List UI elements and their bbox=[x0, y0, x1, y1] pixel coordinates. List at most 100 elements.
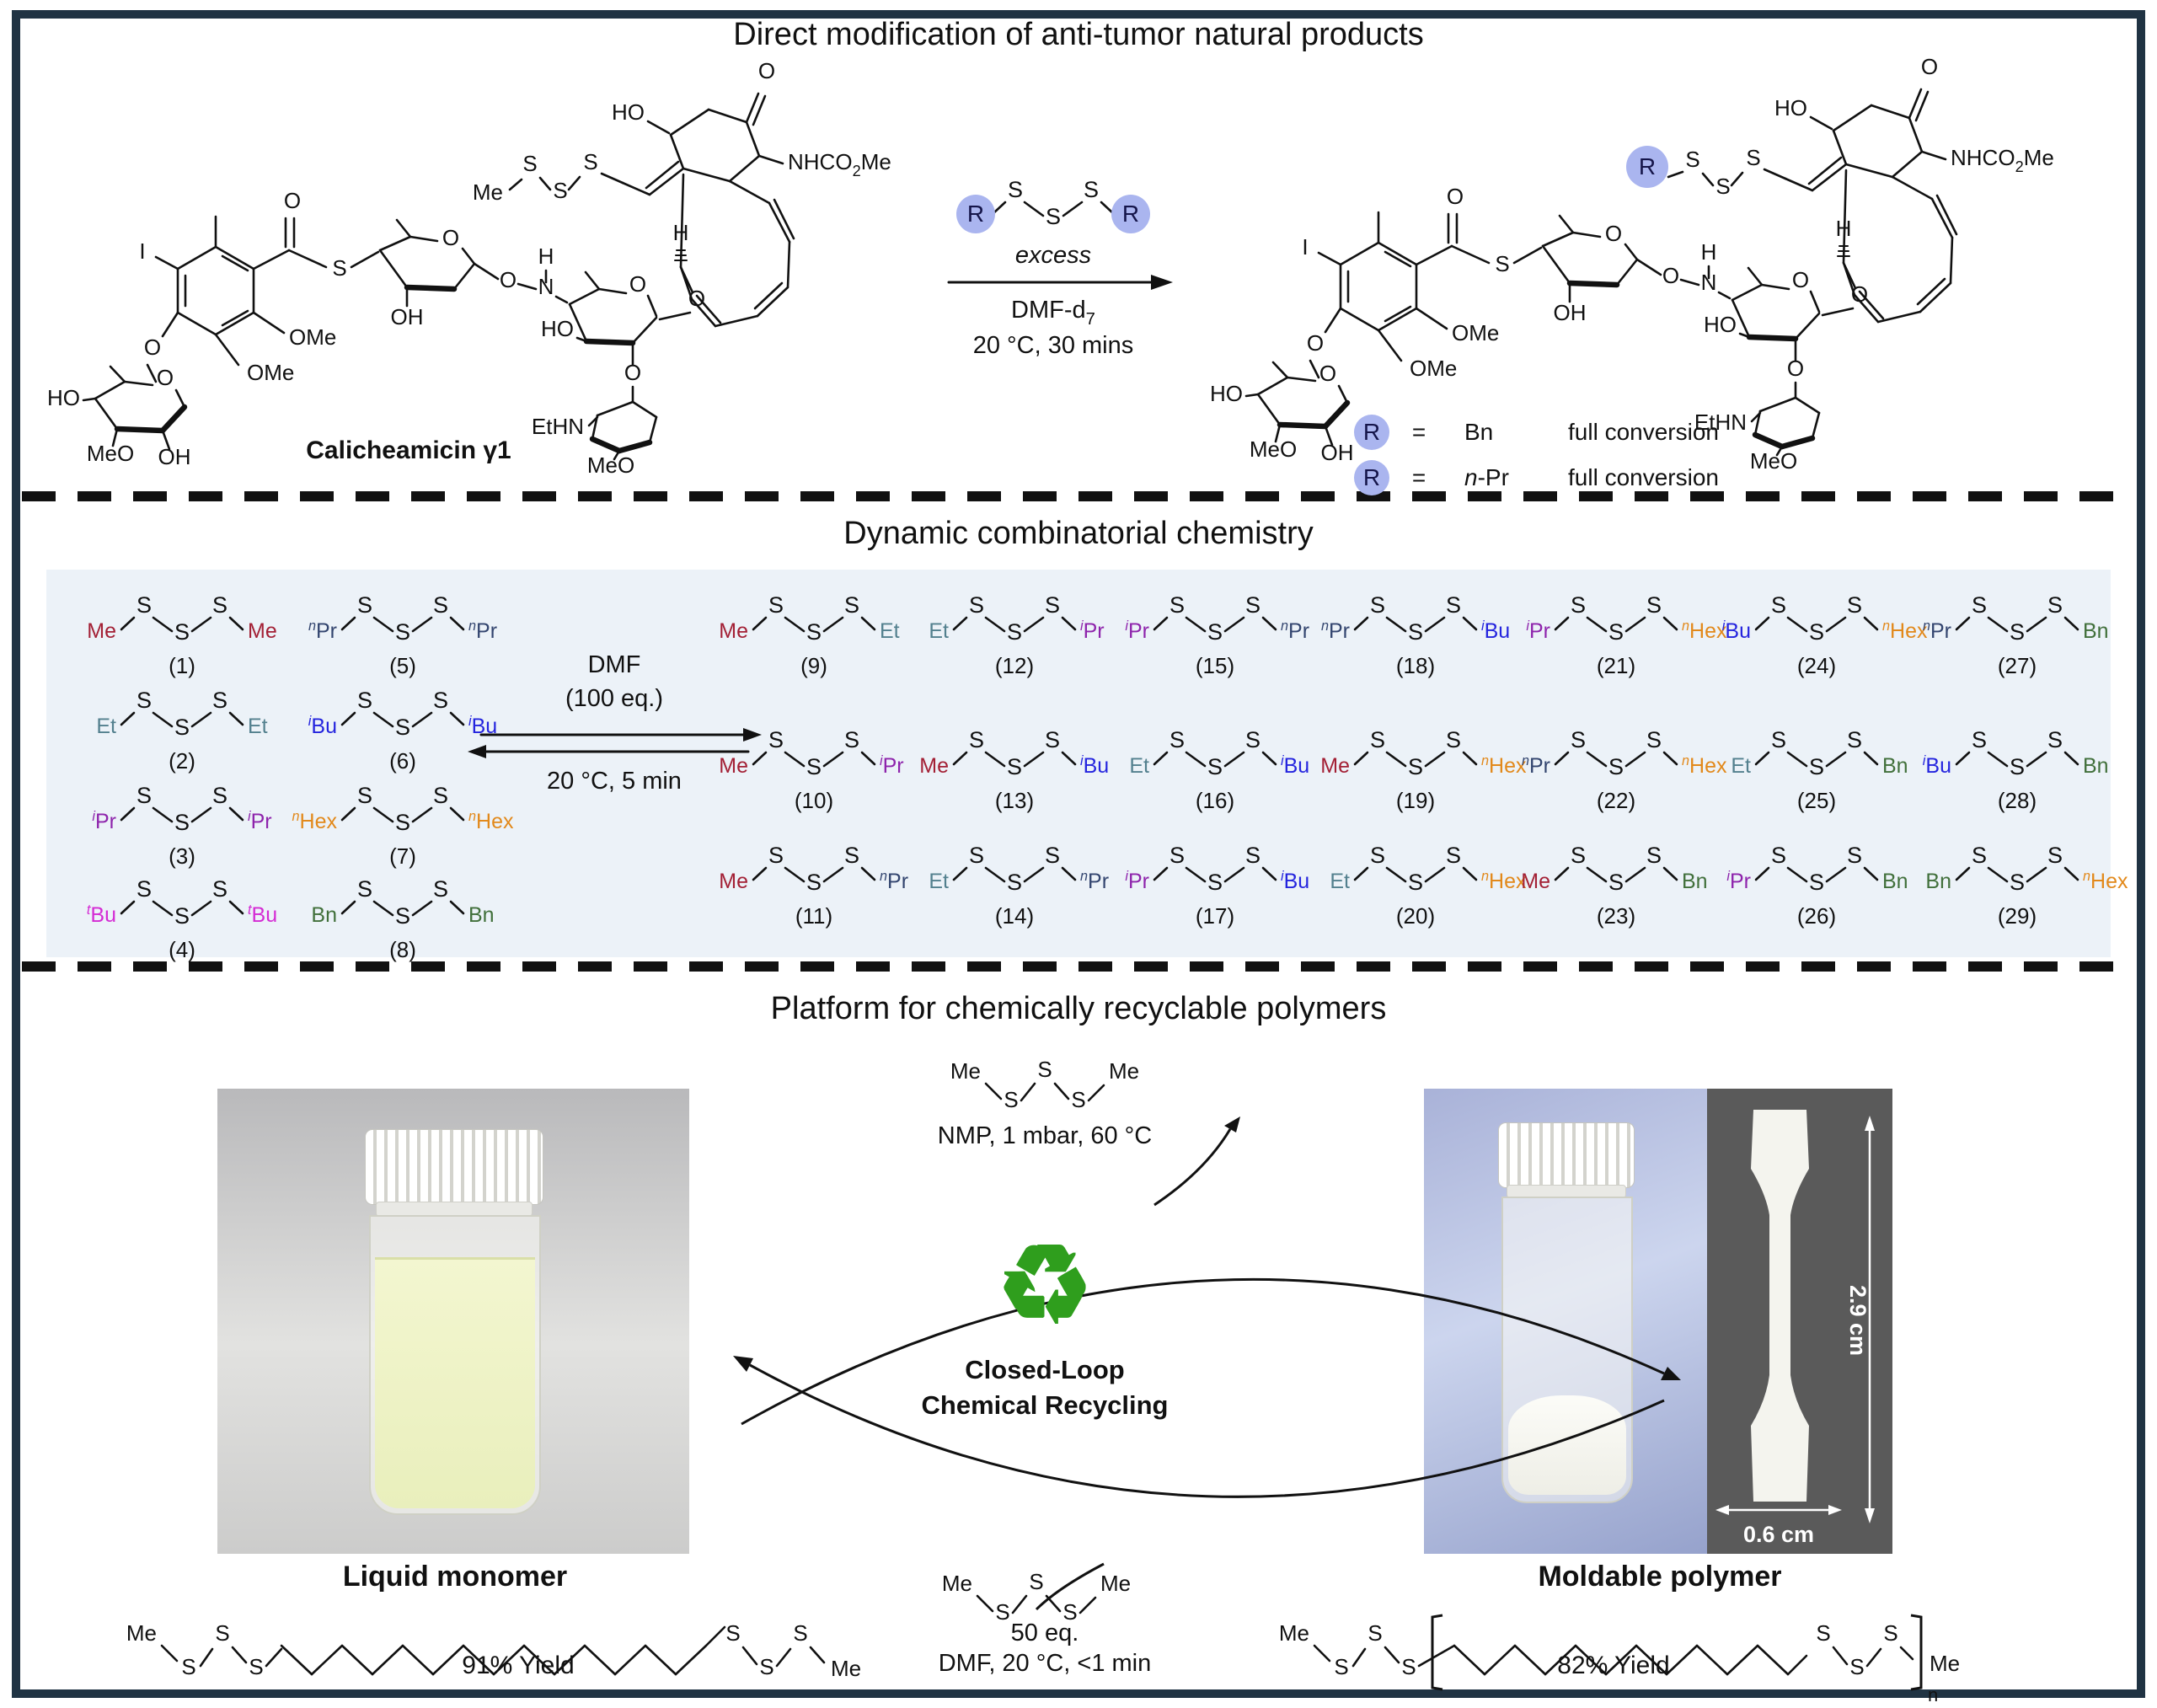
recycle-icon: ♻ bbox=[996, 1225, 1094, 1346]
svg-text:S: S bbox=[1045, 727, 1060, 752]
svg-text:S: S bbox=[1972, 592, 1987, 618]
svg-text:S: S bbox=[1809, 754, 1824, 779]
svg-text:(22): (22) bbox=[1597, 788, 1635, 813]
svg-text:(2): (2) bbox=[169, 748, 195, 774]
svg-text:S: S bbox=[583, 149, 597, 174]
svg-text:S: S bbox=[212, 688, 227, 713]
svg-text:nPr: nPr bbox=[1321, 618, 1350, 643]
svg-text:S: S bbox=[844, 843, 859, 868]
svg-text:S: S bbox=[1446, 843, 1461, 868]
svg-text:DMF: DMF bbox=[588, 651, 641, 678]
svg-text:iPr: iPr bbox=[92, 809, 116, 833]
svg-text:S: S bbox=[332, 255, 346, 281]
svg-text:20 °C, 5 min: 20 °C, 5 min bbox=[547, 768, 682, 795]
dashed-separator-2 bbox=[22, 961, 2135, 972]
svg-text:S: S bbox=[215, 1620, 229, 1646]
svg-text:(7): (7) bbox=[389, 843, 416, 869]
svg-text:(16): (16) bbox=[1196, 788, 1234, 813]
svg-text:R: R bbox=[1639, 153, 1656, 179]
svg-text:S: S bbox=[357, 592, 372, 618]
svg-text:OMe: OMe bbox=[1452, 320, 1499, 345]
svg-text:iPr: iPr bbox=[1125, 618, 1149, 643]
closed-loop-label-1: Closed-Loop bbox=[965, 1355, 1125, 1384]
svg-text:S: S bbox=[969, 592, 984, 618]
svg-text:(15): (15) bbox=[1196, 653, 1234, 678]
svg-text:S: S bbox=[2047, 727, 2063, 752]
svg-text:(8): (8) bbox=[389, 937, 416, 962]
svg-text:MeO: MeO bbox=[587, 452, 634, 478]
svg-text:S: S bbox=[1847, 592, 1862, 618]
svg-text:nHex: nHex bbox=[1682, 618, 1727, 643]
svg-text:iBu: iBu bbox=[1923, 753, 1951, 778]
svg-text:S: S bbox=[1685, 147, 1699, 172]
svg-text:N: N bbox=[1701, 270, 1717, 295]
svg-text:S: S bbox=[1207, 619, 1223, 645]
svg-text:S: S bbox=[1446, 727, 1461, 752]
panel3-title: Platform for chemically recyclable polym… bbox=[770, 991, 1387, 1026]
svg-text:nPr: nPr bbox=[1522, 753, 1550, 778]
svg-text:(25): (25) bbox=[1797, 788, 1836, 813]
svg-text:O: O bbox=[144, 335, 161, 360]
svg-text:O: O bbox=[758, 58, 775, 83]
svg-text:nHex: nHex bbox=[1882, 618, 1928, 643]
svg-text:HO: HO bbox=[1704, 312, 1737, 337]
svg-text:S: S bbox=[1816, 1620, 1830, 1646]
svg-text:Bn: Bn bbox=[2083, 754, 2109, 778]
svg-text:HO: HO bbox=[612, 99, 645, 125]
depolymerization-conditions: NMP, 1 mbar, 60 °C bbox=[937, 1122, 1153, 1149]
svg-text:S: S bbox=[522, 151, 537, 176]
svg-text:R: R bbox=[1363, 464, 1380, 490]
svg-text:S: S bbox=[1007, 870, 1022, 895]
svg-text:O: O bbox=[157, 365, 174, 390]
svg-text:DMF-d7: DMF-d7 bbox=[1011, 297, 1095, 329]
svg-text:S: S bbox=[212, 876, 227, 902]
svg-text:S: S bbox=[1169, 843, 1185, 868]
svg-text:2.9 cm: 2.9 cm bbox=[1845, 1285, 1871, 1356]
svg-text:S: S bbox=[1045, 843, 1060, 868]
svg-text:EtHN: EtHN bbox=[1694, 410, 1747, 435]
svg-text:S: S bbox=[1809, 870, 1824, 895]
svg-text:S: S bbox=[1046, 204, 1061, 229]
svg-text:O: O bbox=[1605, 221, 1622, 246]
polymer-yield: 82% Yield bbox=[1557, 1652, 1670, 1679]
svg-text:S: S bbox=[174, 903, 190, 929]
svg-text:S: S bbox=[1245, 592, 1260, 618]
svg-text:S: S bbox=[844, 592, 859, 618]
svg-text:Me: Me bbox=[1930, 1651, 1960, 1676]
svg-text:(10): (10) bbox=[795, 788, 833, 813]
svg-text:S: S bbox=[759, 1654, 773, 1679]
svg-text:S: S bbox=[433, 876, 448, 902]
svg-text:iBu: iBu bbox=[1722, 618, 1751, 643]
svg-text:full conversion: full conversion bbox=[1568, 464, 1719, 490]
svg-text:(12): (12) bbox=[995, 653, 1034, 678]
closed-loop-label-2: Chemical Recycling bbox=[921, 1390, 1169, 1420]
svg-text:nPr: nPr bbox=[1080, 869, 1109, 893]
svg-text:nPr: nPr bbox=[880, 869, 908, 893]
svg-text:S: S bbox=[395, 715, 410, 740]
svg-text:O: O bbox=[500, 267, 517, 292]
svg-text:OMe: OMe bbox=[247, 360, 294, 385]
svg-text:S: S bbox=[1446, 592, 1461, 618]
svg-text:OMe: OMe bbox=[289, 324, 336, 350]
svg-text:(17): (17) bbox=[1196, 903, 1234, 929]
svg-text:nPr: nPr bbox=[1281, 618, 1309, 643]
svg-text:S: S bbox=[1370, 843, 1385, 868]
svg-text:O: O bbox=[624, 360, 641, 385]
svg-text:(4): (4) bbox=[169, 937, 195, 962]
svg-text:(14): (14) bbox=[995, 903, 1034, 929]
svg-text:iBu: iBu bbox=[1281, 869, 1309, 893]
svg-text:S: S bbox=[1245, 843, 1260, 868]
svg-text:S: S bbox=[136, 876, 152, 902]
svg-text:S: S bbox=[1495, 251, 1509, 276]
svg-text:Me: Me bbox=[719, 870, 748, 893]
